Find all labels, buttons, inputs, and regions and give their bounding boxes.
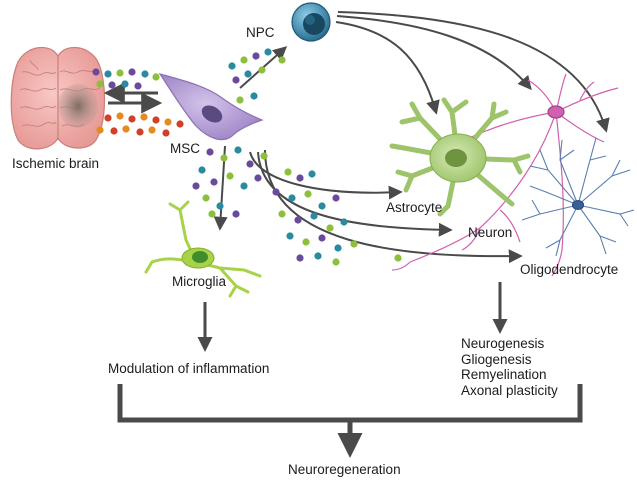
secreted-factor-dot [206,148,214,156]
secreted-factor-dot [162,129,170,137]
secreted-factor-dot [116,112,124,120]
secreted-factor-dot [164,118,172,126]
secreted-factor-dot [296,254,304,262]
outcome-item: Remyelination [461,367,547,382]
secreted-factor-dot [232,76,240,84]
secreted-factor-dot [244,70,252,78]
secreted-factor-dot [250,92,258,100]
label-msc: MSC [170,141,200,156]
msc-cell [158,72,264,141]
secreted-factor-dot [302,238,310,246]
secreted-factor-dot [104,70,112,78]
secreted-factor-dot [260,152,268,160]
secreted-factor-dot [332,258,340,266]
arrow-msc-to-neuron [257,151,453,237]
secreted-factor-dot [108,81,116,89]
outcome-item: Axonal plasticity [461,382,558,398]
secreted-factor-dot [202,194,210,202]
ischemic-brain-illustration [10,46,106,150]
secreted-factor-dot [92,68,100,76]
secreted-factor-dot [240,182,248,190]
outcomes-list: Neurogenesis Gliogenesis Remyelination A… [461,336,558,398]
secreted-factor-dot [286,232,294,240]
secreted-factors [92,48,402,266]
secreted-factor-dot [192,182,200,190]
microglia-cell [144,200,262,298]
secreted-factor-dot [252,52,260,60]
secreted-factor-dot [136,128,144,136]
secreted-factor-dot [258,66,266,74]
secreted-factor-dot [284,168,292,176]
secreted-factor-dot [334,244,342,252]
label-modulation-of-inflammation: Modulation of inflammation [108,361,270,376]
secreted-factor-dot [96,126,104,134]
secreted-factor-dot [226,172,234,180]
secreted-factor-dot [228,62,236,70]
secreted-factor-dot [314,252,322,260]
arrow-npc-to-astrocyte [335,21,440,115]
secreted-factor-dot [296,174,304,182]
secreted-factor-dot [236,96,244,104]
secreted-factor-dot [310,212,318,220]
secreted-factor-dot [198,166,206,174]
secreted-factor-dot [128,115,136,123]
secreted-factor-dot [216,202,224,210]
secreted-factor-dot [110,127,118,135]
label-npc: NPC [246,25,275,40]
secreted-factor-dot [116,69,124,77]
arrow-msc-to-oligodendrocyte [264,149,523,264]
arrow-npc-to-neuron [336,15,532,91]
secreted-factor-dot [234,146,242,154]
label-oligodendrocyte: Oligodendrocyte [520,262,619,277]
secreted-factor-dot [240,56,248,64]
label-astrocyte: Astrocyte [386,200,443,215]
secreted-factor-dot [264,48,272,56]
secreted-factor-dot [308,170,316,178]
secreted-factor-dot [332,194,340,202]
secreted-factor-dot [246,160,254,168]
secreted-factor-dot [141,70,149,78]
secreted-factor-dot [340,218,348,226]
secreted-factor-dot [350,240,358,248]
secreted-factor-dot [122,125,130,133]
secreted-factor-dot [134,82,142,90]
secreted-factor-dot [128,68,136,76]
neuron-cell [391,73,619,277]
secreted-factor-dot [288,194,296,202]
secreted-factor-dot [278,210,286,218]
label-neuron: Neuron [468,225,513,240]
secreted-factor-dot [176,120,184,128]
outcome-item: Gliogenesis [461,351,532,367]
secreted-factor-dot [394,254,402,262]
secreted-factor-dot [152,116,160,124]
secreted-factor-dot [326,224,334,232]
secreted-factor-dot [254,174,262,182]
secreted-factor-dot [318,202,326,210]
arrow-msc-to-astrocyte [249,151,403,200]
npc-cell [291,2,331,42]
oligodendrocyte-cell [521,137,635,257]
secreted-factor-dot [294,216,302,224]
outcome-item: Neurogenesis [461,336,545,351]
secreted-factor-dot [140,113,148,121]
secreted-factor-dot [220,154,228,162]
label-microglia: Microglia [172,274,227,289]
secreted-factor-dot [304,190,312,198]
secreted-factor-dot [278,56,286,64]
arrow-npc-to-oligodendrocyte [337,11,610,133]
secreted-factor-dot [208,210,216,218]
secreted-factor-dot [318,234,326,242]
secreted-factor-dot [152,73,160,81]
secreted-factor-dot [210,178,218,186]
secreted-factor-dot [104,114,112,122]
secreted-factor-dot [96,80,104,88]
astrocyte-cell [389,97,531,217]
label-ischemic-brain: Ischemic brain [12,156,100,171]
label-neuroregeneration: Neuroregeneration [288,462,401,477]
secreted-factor-dot [232,210,240,218]
secreted-factor-dot [148,126,156,134]
secreted-factor-dot [272,188,280,196]
secreted-factor-dot [121,80,129,88]
